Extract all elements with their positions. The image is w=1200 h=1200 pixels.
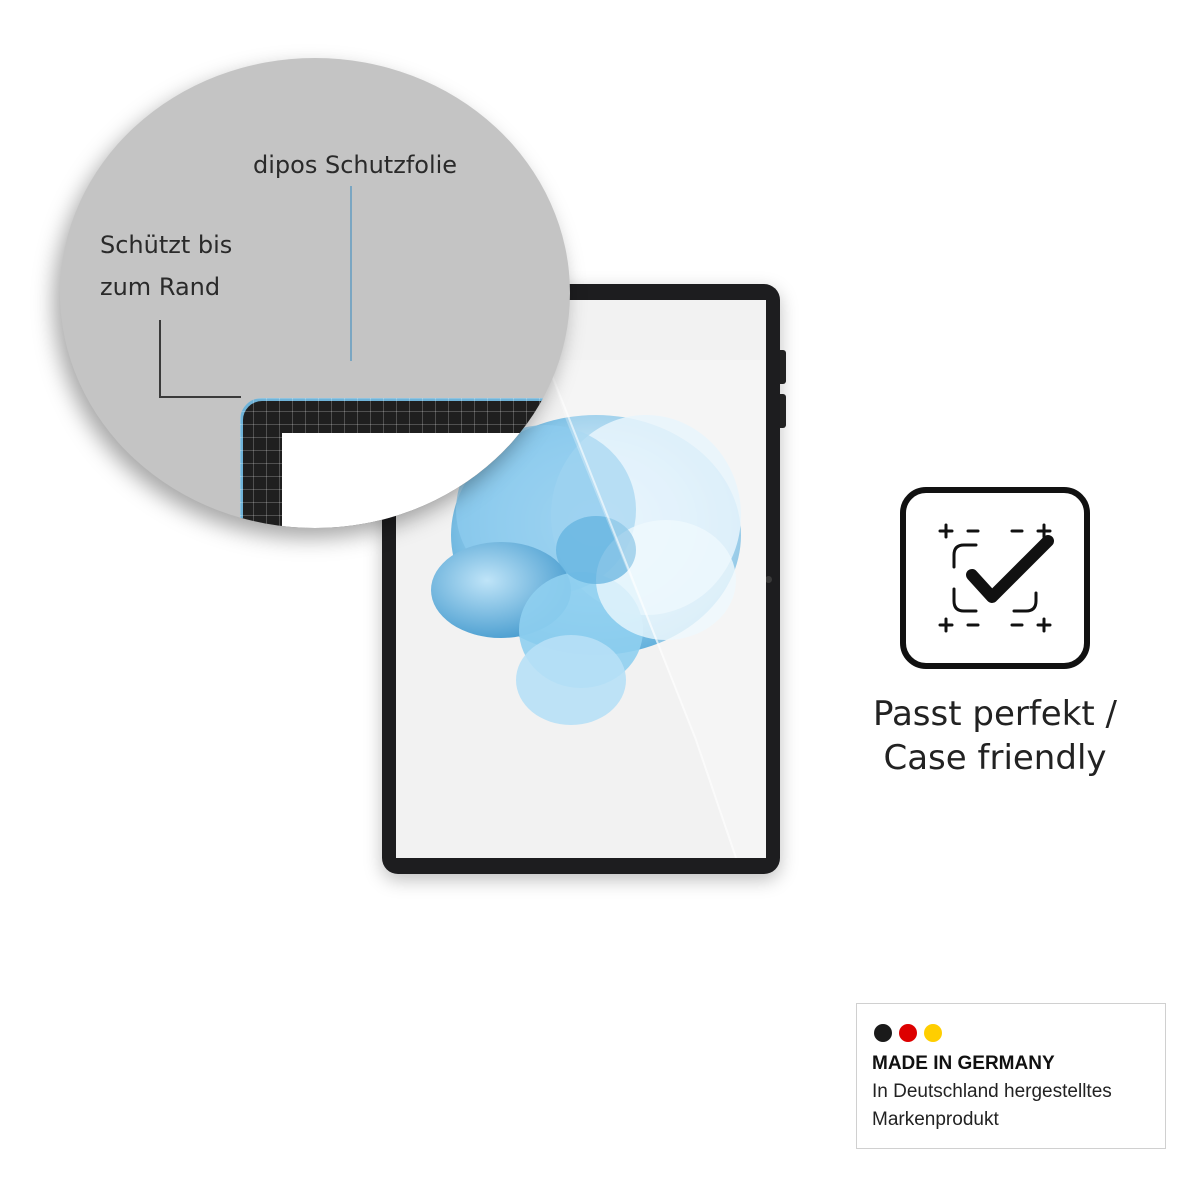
rand-label: Schützt bis zum Rand	[100, 224, 300, 308]
made-in-germany-badge: MADE IN GERMANY In Deutschland hergestel…	[856, 1003, 1166, 1149]
case-friendly-label-line: Passt perfekt /	[872, 694, 1118, 734]
protector-grid-overlay	[240, 398, 570, 528]
case-friendly-label-line: Case friendly	[883, 738, 1107, 778]
protector-film	[545, 359, 766, 858]
tablet-device	[382, 284, 786, 874]
flag-dot-black	[874, 1024, 892, 1042]
rand-pointer-line	[159, 320, 161, 398]
case-friendly-label: Passt perfekt / Case friendly	[830, 692, 1160, 780]
rand-label-line: zum Rand	[100, 273, 221, 301]
badge-title: MADE IN GERMANY	[872, 1053, 1055, 1074]
tablet-screen	[396, 300, 766, 858]
schutzfolie-pointer-line	[350, 186, 352, 361]
case-friendly-check-icon	[900, 487, 1090, 669]
badge-subtitle: Markenprodukt	[872, 1109, 999, 1130]
magnifier-callout: dipos Schutzfolie Schützt bis zum Rand	[60, 58, 570, 528]
checkmark-icon	[938, 523, 1054, 633]
badge-subtitle: In Deutschland hergestelltes	[872, 1081, 1112, 1102]
tablet-side-button	[780, 350, 786, 384]
flag-dot-red	[899, 1024, 917, 1042]
flag-dot-gold	[924, 1024, 942, 1042]
schutzfolie-label: dipos Schutzfolie	[253, 151, 458, 179]
flower-image	[431, 415, 741, 725]
rand-pointer-line	[159, 396, 241, 398]
tablet-side-button	[780, 394, 786, 428]
rand-label-line: Schützt bis	[100, 231, 233, 259]
zoomed-tablet-screen	[282, 433, 570, 528]
camera-icon	[765, 576, 772, 583]
